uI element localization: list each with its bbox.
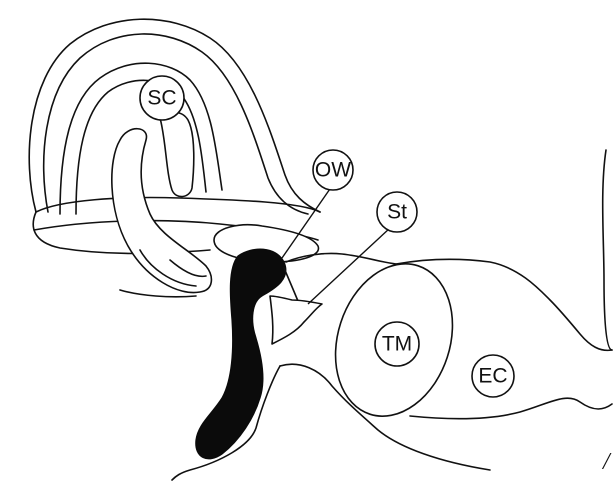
ear-canal-upper	[396, 259, 612, 350]
corner-mark: /	[603, 450, 610, 474]
label-ec: EC	[472, 355, 514, 397]
label-tm: TM	[375, 322, 419, 366]
label-st: St	[377, 192, 417, 232]
middle-ear-floor	[280, 364, 490, 470]
label-st-text: St	[387, 201, 407, 224]
vestibule-band-top	[36, 198, 320, 212]
semicircular-canal-front-tube	[112, 129, 212, 293]
label-ow-text: OW	[315, 159, 351, 182]
label-sc: SC	[140, 76, 184, 120]
stapes-footplate	[270, 296, 322, 344]
st-leader-line	[308, 228, 390, 304]
semicircular-canal-inner-loop	[160, 112, 194, 196]
label-sc-text: SC	[147, 87, 176, 110]
semicircular-canal-outer-inner-edge	[44, 34, 308, 214]
ear-canal-lower	[410, 398, 612, 418]
label-ec-text: EC	[478, 365, 507, 388]
label-ow: OW	[313, 150, 353, 190]
ear-canal-outer-edge	[603, 150, 612, 350]
label-tm-text: TM	[382, 333, 412, 356]
